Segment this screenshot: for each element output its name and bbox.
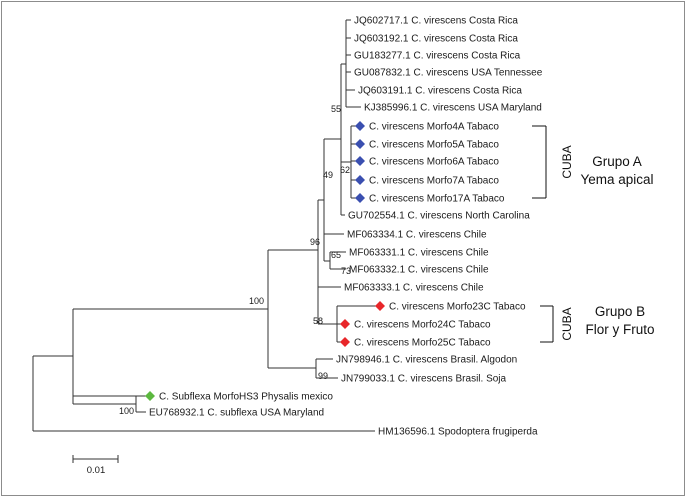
group-a-bracket (532, 125, 547, 199)
taxon-label: C. virescens Morfo6A Tabaco (369, 157, 499, 168)
taxon-label: HM136596.1 Spodoptera frugiperda (378, 427, 538, 438)
blue-diamond-marker (355, 139, 365, 149)
bootstrap-value: 100 (119, 406, 134, 416)
taxon-label: JQ602717.1 C. virescens Costa Rica (354, 16, 518, 27)
group-b-bracket (540, 305, 554, 343)
taxon-label: JN799033.1 C. virescens Brasil. Soja (341, 374, 507, 385)
bootstrap-value: 65 (331, 250, 341, 260)
bootstrap-value: 49 (323, 170, 333, 180)
taxon-label: C. virescens Morfo17A Tabaco (369, 194, 505, 205)
taxon-label: MF063332.1 C. virescens Chile (349, 265, 489, 276)
taxon-label: KJ385996.1 C. virescens USA Maryland (364, 103, 542, 114)
bootstrap-value: 99 (318, 371, 328, 381)
taxon-label: MF063331.1 C. virescens Chile (349, 248, 489, 259)
red-diamond-marker (340, 319, 350, 329)
blue-diamond-marker (355, 156, 365, 166)
group-b-subtitle: Flor y Fruto (585, 322, 654, 337)
taxon-label: GU183277.1 C. virescens Costa Rica (354, 51, 521, 62)
bootstrap-value: 100 (249, 296, 264, 306)
taxon-labels: JQ602717.1 C. virescens Costa RicaJQ6031… (149, 16, 543, 438)
taxon-label: C. Subflexa MorfoHS3 Physalis mexico (159, 392, 333, 403)
group-a-subtitle: Yema apical (580, 172, 653, 187)
bootstrap-value: 58 (313, 316, 323, 326)
taxon-label: GU702554.1 C. virescens North Carolina (348, 211, 530, 222)
taxon-label: GU087832.1 C. virescens USA Tennessee (354, 68, 543, 79)
taxon-label: EU768932.1 C. subflexa USA Maryland (149, 408, 324, 419)
taxon-label: C. virescens Morfo5A Tabaco (369, 140, 499, 151)
taxon-label: C. virescens Morfo7A Tabaco (369, 176, 499, 187)
blue-diamond-marker (355, 121, 365, 131)
bootstrap-value: 96 (310, 237, 320, 247)
taxon-label: C. virescens Morfo24C Tabaco (354, 320, 491, 331)
group-b-title: Grupo B (595, 304, 645, 319)
group-b-country-label: CUBA (560, 307, 574, 340)
taxon-label: C. virescens Morfo25C Tabaco (354, 338, 491, 349)
taxon-label: JQ603192.1 C. virescens Costa Rica (354, 34, 518, 45)
blue-diamond-marker (355, 175, 365, 185)
taxon-markers (145, 121, 385, 401)
group-a-title: Grupo A (592, 154, 642, 169)
red-diamond-marker (375, 301, 385, 311)
taxon-label: MF063334.1 C. virescens Chile (347, 230, 487, 241)
bootstrap-value: 73 (341, 266, 351, 276)
tree-branches (32, 19, 376, 432)
group-a-country-label: CUBA (560, 145, 574, 178)
bootstrap-value: 62 (340, 165, 350, 175)
scale-bar-label: 0.01 (87, 465, 106, 476)
taxon-label: C. virescens Morfo23C Tabaco (389, 302, 526, 313)
green-diamond-marker (145, 391, 155, 401)
taxon-label: JN798946.1 C. virescens Brasil. Algodon (336, 355, 517, 366)
blue-diamond-marker (355, 193, 365, 203)
taxon-label: JQ603191.1 C. virescens Costa Rica (358, 86, 522, 97)
taxon-label: MF063333.1 C. virescens Chile (344, 283, 484, 294)
bootstrap-value: 55 (331, 104, 341, 114)
red-diamond-marker (340, 337, 350, 347)
taxon-label: C. virescens Morfo4A Tabaco (369, 122, 499, 133)
scale-bar (72, 455, 119, 463)
